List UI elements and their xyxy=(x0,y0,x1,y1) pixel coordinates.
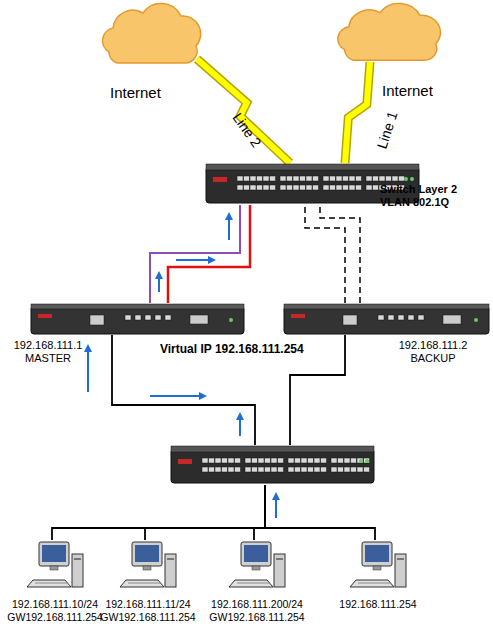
network-link xyxy=(254,485,265,540)
pc-node: 192.168.111.254 xyxy=(348,540,408,590)
node-label: 192.168.111.11/24 GW192.168.111.254 xyxy=(96,598,200,623)
pc-node: 192.168.111.10/24 GW192.168.111.254 xyxy=(25,540,85,590)
switch-node xyxy=(170,445,375,485)
router-shape xyxy=(283,303,490,335)
network-link xyxy=(265,485,375,540)
switch-shape xyxy=(170,445,375,485)
note-label: Virtual IP 192.168.111.254 xyxy=(160,342,304,356)
computer-shape xyxy=(118,540,178,590)
network-link xyxy=(52,485,265,540)
network-link xyxy=(305,205,360,303)
cloud-shape xyxy=(95,2,205,67)
network-link xyxy=(145,485,265,540)
network-link xyxy=(197,59,290,163)
computer-shape xyxy=(25,540,85,590)
node-label: Internet xyxy=(110,84,161,102)
node-label: 192.168.111.10/24 GW192.168.111.254 xyxy=(3,598,107,623)
router-node: 192.168.111.1 MASTER xyxy=(30,303,245,335)
router-node: 192.168.111.2 BACKUP xyxy=(283,303,490,335)
node-label: 192.168.111.1 MASTER xyxy=(8,339,88,365)
pc-node: 192.168.111.11/24 GW192.168.111.254 xyxy=(118,540,178,590)
pc-node: 192.168.111.200/24 GW192.168.111.254 xyxy=(227,540,287,590)
switch-node: Switch Layer 2 VLAN 802.1Q xyxy=(205,163,420,205)
node-label: 192.168.111.254 xyxy=(326,598,430,611)
router-shape xyxy=(30,303,245,335)
node-label: Internet xyxy=(382,82,433,100)
cloud-node: Internet xyxy=(95,2,205,67)
network-link xyxy=(150,205,250,303)
node-label: Switch Layer 2 VLAN 802.1Q xyxy=(380,183,476,209)
node-label: 192.168.111.2 BACKUP xyxy=(393,339,473,365)
line-label: Line 1 xyxy=(374,109,401,150)
network-link xyxy=(345,62,370,163)
node-label: 192.168.111.200/24 GW192.168.111.254 xyxy=(205,598,309,623)
cloud-node: Internet xyxy=(330,2,445,64)
computer-shape xyxy=(348,540,408,590)
cloud-shape xyxy=(330,2,445,64)
computer-shape xyxy=(227,540,287,590)
